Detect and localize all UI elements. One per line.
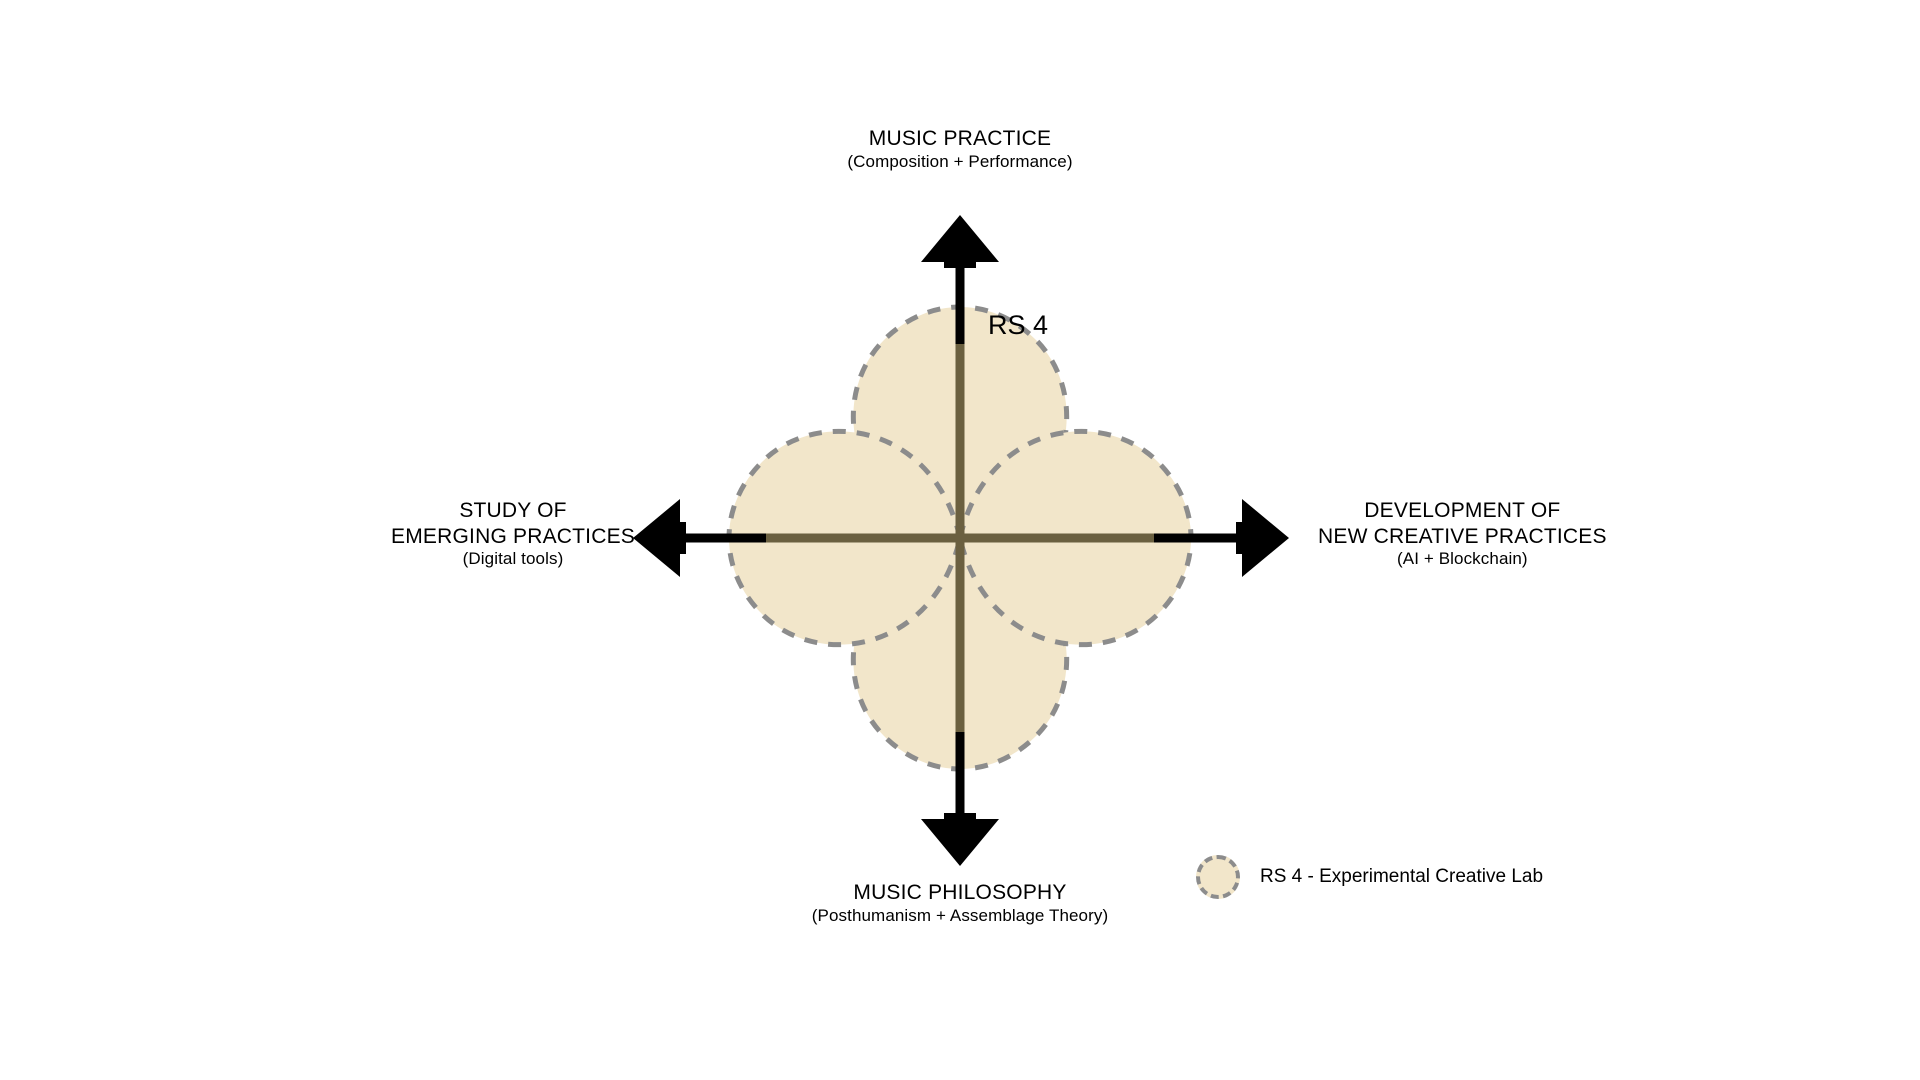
arrowhead-left-icon <box>633 499 686 577</box>
axis-label-top-title: MUSIC PRACTICE <box>868 127 1052 150</box>
axis-label-left: STUDY OF EMERGING PRACTICES (Digital too… <box>391 498 635 570</box>
arrowhead-right-icon <box>1236 499 1289 577</box>
dashed-circle-icon <box>1196 855 1240 899</box>
axis-label-right-subtitle: (AI + Blockchain) <box>1397 549 1528 569</box>
axis-label-bottom-subtitle: (Posthumanism + Assemblage Theory) <box>811 905 1109 925</box>
axis-label-bottom-title: MUSIC PHILOSOPHY <box>853 881 1067 904</box>
axis-label-right-title-line1: DEVELOPMENT OF <box>1364 499 1561 522</box>
axis-label-right: DEVELOPMENT OF NEW CREATIVE PRACTICES (A… <box>1318 498 1607 570</box>
legend: RS 4 - Experimental Creative Lab <box>1196 855 1543 899</box>
arrowhead-up-icon <box>921 215 999 268</box>
axis-label-right-title-line2: NEW CREATIVE PRACTICES <box>1318 524 1607 548</box>
axis-label-left-title-line2: EMERGING PRACTICES <box>391 524 635 548</box>
axis-group <box>633 215 1289 866</box>
legend-item-label: RS 4 - Experimental Creative Lab <box>1260 866 1544 887</box>
axis-label-left-subtitle: (Digital tools) <box>462 549 564 569</box>
series-label: RS 4 <box>988 310 1049 340</box>
arrowhead-down-icon <box>921 813 999 866</box>
axis-label-left-title-line1: STUDY OF <box>459 499 567 522</box>
axis-label-bottom: MUSIC PHILOSOPHY (Posthumanism + Assembl… <box>812 880 1108 926</box>
axis-label-top: MUSIC PRACTICE (Composition + Performanc… <box>847 126 1072 172</box>
axis-label-top-subtitle: (Composition + Performance) <box>847 151 1073 171</box>
